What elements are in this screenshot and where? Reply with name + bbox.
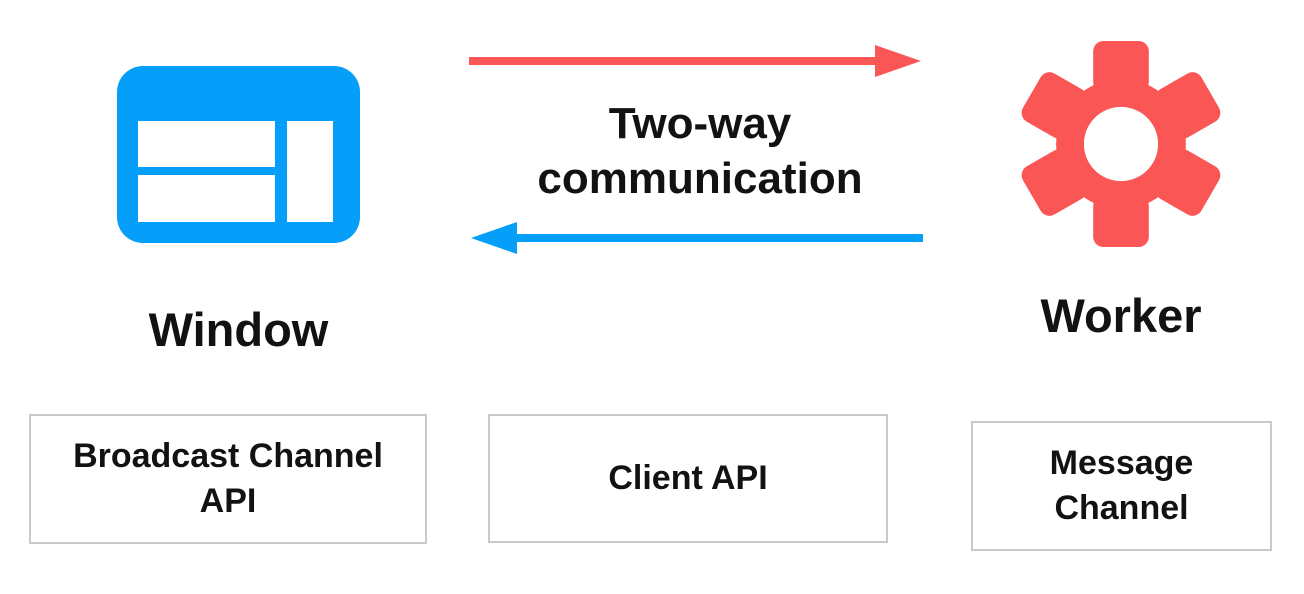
api-box-label: Client API: [608, 459, 768, 497]
arrow-right-icon: [469, 45, 921, 77]
api-box-broadcast-channel: Broadcast Channel API: [29, 414, 427, 544]
two-way-communication-label: Two-way communication: [537, 99, 863, 203]
api-box-message-channel: Message Channel: [971, 421, 1272, 551]
window-label: Window: [148, 303, 329, 356]
worker-label: Worker: [1040, 289, 1202, 342]
api-box-label: Broadcast Channel API: [73, 437, 383, 520]
browser-window-icon: [117, 66, 360, 243]
api-box-client-api: Client API: [488, 414, 888, 543]
gear-icon: [1021, 41, 1221, 247]
api-box-label: Message Channel: [1049, 444, 1194, 527]
arrow-left-icon: [471, 222, 923, 254]
